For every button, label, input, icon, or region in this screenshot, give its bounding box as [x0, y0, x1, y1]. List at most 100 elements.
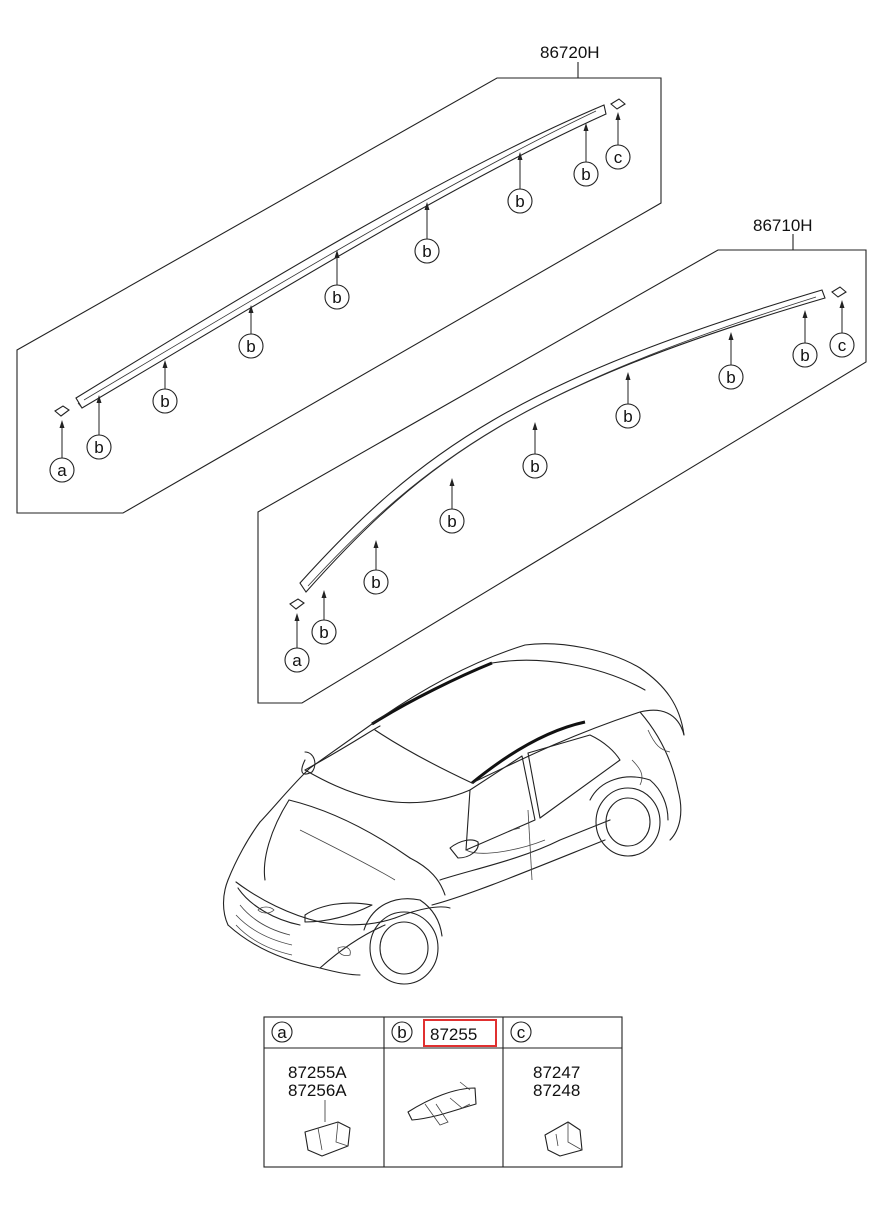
- callout-letter: a: [57, 461, 67, 480]
- left-roof-rail: [75, 104, 607, 409]
- callout-arrowhead: [248, 305, 254, 313]
- callout-letter: b: [94, 438, 103, 457]
- legend-a-circle: [271, 1021, 293, 1043]
- callout-circle: [49, 457, 75, 483]
- legend-c-part-1[interactable]: 87247: [533, 1063, 580, 1082]
- callout-letter: b: [422, 242, 431, 261]
- callout-b: b: [615, 372, 641, 429]
- car-roof-rail-left: [371, 661, 493, 726]
- clip-b-icon: [407, 1081, 477, 1126]
- callout-arrowhead: [449, 478, 455, 486]
- callout-arrowhead: [373, 540, 379, 548]
- right-rail-part-number: 86710H: [753, 216, 813, 235]
- callout-arrowhead: [728, 332, 734, 340]
- callout-b: b: [152, 360, 178, 414]
- left-rail-part-number: 86720H: [540, 43, 600, 62]
- callout-arrowhead: [532, 422, 538, 430]
- legend-c-part-2[interactable]: 87248: [533, 1081, 580, 1100]
- callout-arrowhead: [294, 613, 300, 621]
- left-rail-end-clip-a: [54, 405, 70, 417]
- left-rail-end-clip-c: [610, 98, 626, 110]
- callout-letter: b: [246, 337, 255, 356]
- callout-circle: [829, 332, 855, 358]
- callout-arrowhead: [59, 420, 65, 428]
- callout-letter: b: [160, 392, 169, 411]
- callout-arrowhead: [424, 202, 430, 210]
- callout-a: a: [49, 420, 75, 483]
- clip-a-icon: [304, 1121, 351, 1157]
- legend-c-circle: [510, 1021, 532, 1043]
- callout-arrowhead: [334, 250, 340, 258]
- callout-letter: b: [515, 192, 524, 211]
- left-rail-frame: [16, 77, 662, 514]
- callout-arrowhead: [615, 112, 621, 120]
- callout-circle: [615, 403, 641, 429]
- callout-circle: [522, 453, 548, 479]
- legend-table-border: [263, 1016, 623, 1168]
- callout-circle: [439, 508, 465, 534]
- callout-b: b: [718, 332, 744, 390]
- callout-arrowhead: [583, 123, 589, 131]
- callout-b: b: [311, 590, 337, 645]
- callout-arrowhead: [162, 360, 168, 368]
- callout-b: b: [439, 478, 465, 534]
- legend-table: a b 87255 c 87255A 87256A 87247 87248: [263, 1016, 623, 1168]
- callout-letter: b: [530, 457, 539, 476]
- legend-b-circle: [391, 1021, 413, 1043]
- callout-circle: [363, 569, 389, 595]
- callout-letter: b: [447, 512, 456, 531]
- callout-b: b: [522, 422, 548, 479]
- legend-a-part-2[interactable]: 87256A: [288, 1081, 347, 1100]
- callout-b: b: [238, 305, 264, 359]
- right-rail-frame: [257, 249, 867, 704]
- callout-circle: [414, 238, 440, 264]
- legend-b-part-number[interactable]: 87255: [430, 1025, 477, 1044]
- callout-b: b: [86, 395, 112, 460]
- legend-c-letter: c: [517, 1023, 526, 1042]
- callout-circle: [284, 647, 310, 673]
- callout-circle: [605, 144, 631, 170]
- callout-b: b: [414, 202, 440, 264]
- callout-arrowhead: [839, 300, 845, 308]
- callout-circle: [86, 434, 112, 460]
- callout-letter: b: [319, 623, 328, 642]
- legend-b-letter: b: [397, 1023, 406, 1042]
- legend-a-part-1[interactable]: 87255A: [288, 1063, 347, 1082]
- right-rail-end-clip-c: [831, 286, 847, 298]
- callout-circle: [573, 161, 599, 187]
- callout-circle: [324, 284, 350, 310]
- callout-letter: b: [623, 407, 632, 426]
- callout-arrowhead: [625, 372, 631, 380]
- callout-a: a: [284, 613, 310, 673]
- callout-circle: [718, 364, 744, 390]
- callout-b: b: [324, 250, 350, 310]
- callout-arrowhead: [96, 395, 102, 403]
- callout-letter: b: [581, 165, 590, 184]
- callout-letter: b: [800, 346, 809, 365]
- callout-letter: a: [292, 651, 302, 670]
- right-roof-rail: [299, 289, 826, 593]
- callout-b: b: [573, 123, 599, 187]
- right-rail-assembly: 86710H: [257, 216, 867, 704]
- callout-b: b: [363, 540, 389, 595]
- callout-circle: [792, 342, 818, 368]
- right-rail-end-clip-a: [289, 598, 305, 610]
- car-roof-rail-right: [471, 720, 586, 785]
- callout-circle: [152, 388, 178, 414]
- callout-circle: [311, 619, 337, 645]
- callout-letter: c: [614, 148, 623, 167]
- legend-a-letter: a: [277, 1023, 287, 1042]
- callout-letter: b: [726, 368, 735, 387]
- clip-c-icon: [544, 1121, 583, 1157]
- callout-arrowhead: [517, 152, 523, 160]
- highlight-box: [423, 1019, 497, 1047]
- callout-letter: b: [332, 288, 341, 307]
- callout-b: b: [507, 152, 533, 214]
- callout-c: c: [829, 300, 855, 358]
- callout-letter: b: [371, 573, 380, 592]
- callout-c: c: [605, 112, 631, 170]
- callout-arrowhead: [802, 310, 808, 318]
- car-illustration: [222, 643, 685, 985]
